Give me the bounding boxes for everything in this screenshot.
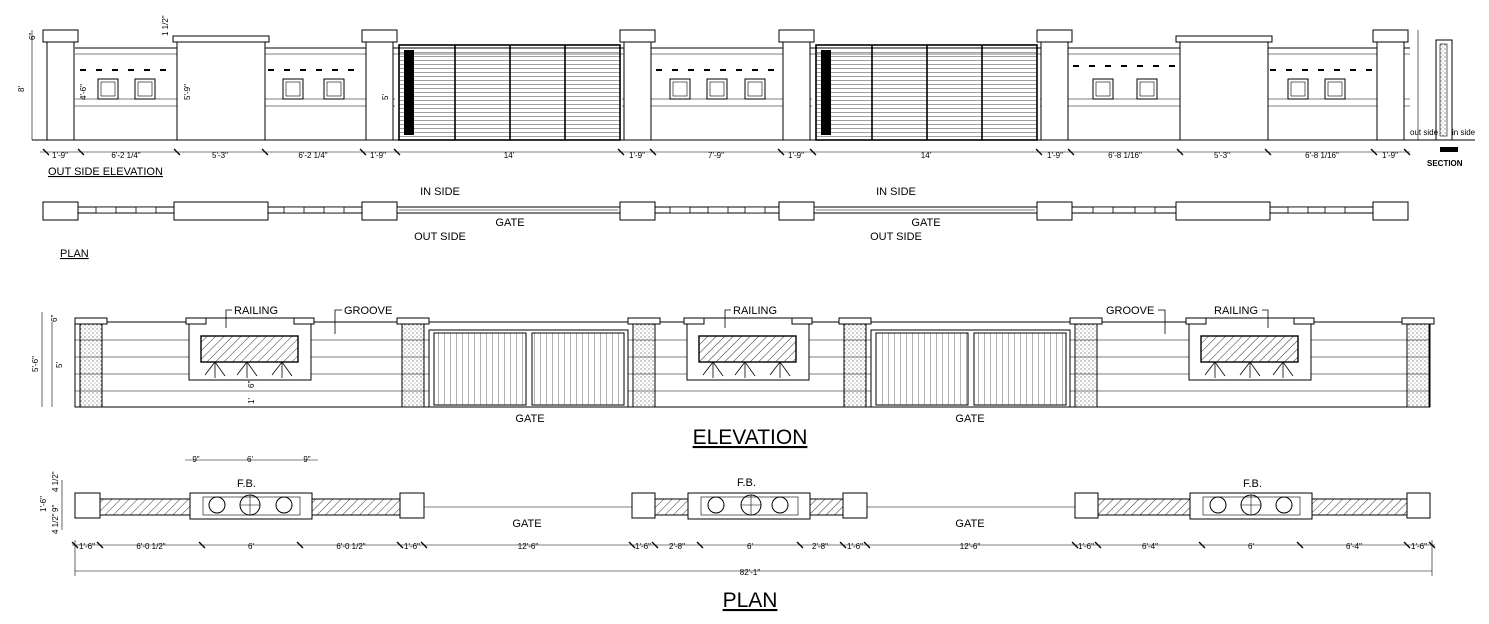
fb-label-1: F.B.	[237, 478, 256, 490]
section-out-side: out side	[1410, 128, 1439, 137]
outside-elevation-drawing: 1'-9" 6'-2 1/4" 5'-3" 6'-2 1/4" 1'-9" 14…	[17, 15, 1476, 178]
dim-top-8: 7'-9"	[708, 151, 724, 160]
plan-dim-3: 6'	[248, 542, 254, 551]
plan-dim-8: 2'-8"	[669, 542, 685, 551]
plan-dim-6: 12'-6"	[518, 542, 539, 551]
plan-dim-1: 1'-6"	[79, 542, 95, 551]
plan-title: PLAN	[723, 589, 778, 612]
plan-top-dim-1: 9"	[192, 455, 199, 464]
railing-label-2: RAILING	[733, 305, 777, 317]
railing-label-3: RAILING	[1214, 305, 1258, 317]
plan-total-dim: 82'-1"	[740, 568, 761, 577]
dim-top-2: 6'-2 1/4"	[111, 151, 140, 160]
groove-label-1: GROOVE	[344, 305, 392, 317]
planter-3	[1185, 317, 1315, 381]
dim-top-1: 1'-9"	[52, 151, 68, 160]
dim-top-10: 14'	[921, 151, 932, 160]
plan-gate-label-1b: GATE	[512, 518, 541, 530]
dim-top-5: 1'-9"	[370, 151, 386, 160]
elev-dim-total: 5'-6"	[31, 356, 40, 372]
plan-drawing: F.B. F.B. F.B. GATE GATE 9" 6' 9" 1'-6" …	[39, 455, 1436, 612]
plan-left-dim-2: 4 1/2"	[51, 471, 60, 492]
groove-label-2: GROOVE	[1106, 305, 1154, 317]
plan-outside-label-1: OUT SIDE	[414, 231, 466, 243]
section-detail	[1410, 30, 1475, 152]
plan-dim-9: 6'	[747, 542, 753, 551]
dim-top-11: 1'-9"	[1047, 151, 1063, 160]
dim-top-14: 6'-8 1/16"	[1305, 151, 1339, 160]
section-in-side: in side	[1452, 128, 1476, 137]
dim-height-8: 8'	[17, 86, 26, 92]
plan-gate-label-1: GATE	[495, 217, 524, 229]
plan-gate-label-2b: GATE	[955, 518, 984, 530]
gate-2-elevation	[815, 44, 1038, 141]
elev-gate-label-1: GATE	[515, 413, 544, 425]
dim-top-15: 1'-9"	[1382, 151, 1398, 160]
elevation-title: ELEVATION	[693, 426, 808, 449]
section-title: SECTION	[1427, 159, 1463, 168]
dim-top-3: 5'-3"	[212, 151, 228, 160]
dim-height-pillar: 5'	[381, 94, 390, 100]
plan-dim-17: 1'-6"	[1411, 542, 1427, 551]
dim-top-13: 5'-3"	[1214, 151, 1230, 160]
plan-dim-4: 6'-0 1/2"	[336, 542, 365, 551]
dim-top-4: 6'-2 1/4"	[298, 151, 327, 160]
small-plan-title: PLAN	[60, 248, 89, 260]
plan-dim-11: 1'-6"	[847, 542, 863, 551]
plan-inside-label-1: IN SIDE	[420, 186, 460, 198]
plan-top-dim-3: 9"	[303, 455, 310, 464]
plan-top-dim-2: 6'	[247, 455, 253, 464]
plan-inside-label-2: IN SIDE	[876, 186, 916, 198]
plan-dim-13: 1'-6"	[1078, 542, 1094, 551]
plan-left-dim-1: 1'-6"	[39, 496, 48, 512]
elev-dim-planter: 1'	[247, 398, 256, 404]
dim-height-block: 5'-9"	[183, 84, 192, 100]
planter-2	[683, 317, 813, 381]
dim-top-7: 1'-9"	[629, 151, 645, 160]
gate-1-elevation	[398, 44, 621, 141]
plan-outside-label-2: OUT SIDE	[870, 231, 922, 243]
fb-label-2: F.B.	[737, 477, 756, 489]
plan-dim-15: 6'	[1248, 542, 1254, 551]
railing-label-1: RAILING	[234, 305, 278, 317]
elev-gate-label-2: GATE	[955, 413, 984, 425]
plan-dim-16: 6'-4"	[1346, 542, 1362, 551]
plan-dim-10: 2'-8"	[812, 542, 828, 551]
dim-height-cap: 6"	[28, 33, 37, 40]
planter-1	[185, 317, 315, 381]
elev-dim-cap: 6"	[50, 315, 59, 322]
elev-dim-wall: 5'	[55, 362, 64, 368]
plan-left-dim-4: 4 1/2"	[51, 513, 60, 534]
dim-height-panel: 4'-6"	[79, 84, 88, 100]
plan-dim-7: 1'-6"	[635, 542, 651, 551]
dim-top-6: 14'	[504, 151, 515, 160]
plan-gate-label-2: GATE	[911, 217, 940, 229]
plan-left-dim-3: 9"	[51, 505, 60, 512]
plan-dim-5: 1'-6"	[404, 542, 420, 551]
elev-dim-sill: 6"	[247, 381, 256, 388]
plan-dim-2: 6'-0 1/2"	[136, 542, 165, 551]
dim-top-9: 1'-9"	[788, 151, 804, 160]
outside-elevation-title: OUT SIDE ELEVATION	[48, 166, 163, 178]
elevation-drawing: RAILING GROOVE RAILING GROOVE RAILING 5'…	[31, 305, 1435, 449]
dim-height-coping: 1 1/2"	[161, 15, 170, 36]
dim-top-12: 6'-8 1/16"	[1108, 151, 1142, 160]
plan-dim-12: 12'-6"	[960, 542, 981, 551]
fb-label-3: F.B.	[1243, 478, 1262, 490]
small-plan-drawing: IN SIDE GATE OUT SIDE IN SIDE GATE OUT S…	[42, 186, 1409, 260]
plan-dim-14: 6'-4"	[1142, 542, 1158, 551]
